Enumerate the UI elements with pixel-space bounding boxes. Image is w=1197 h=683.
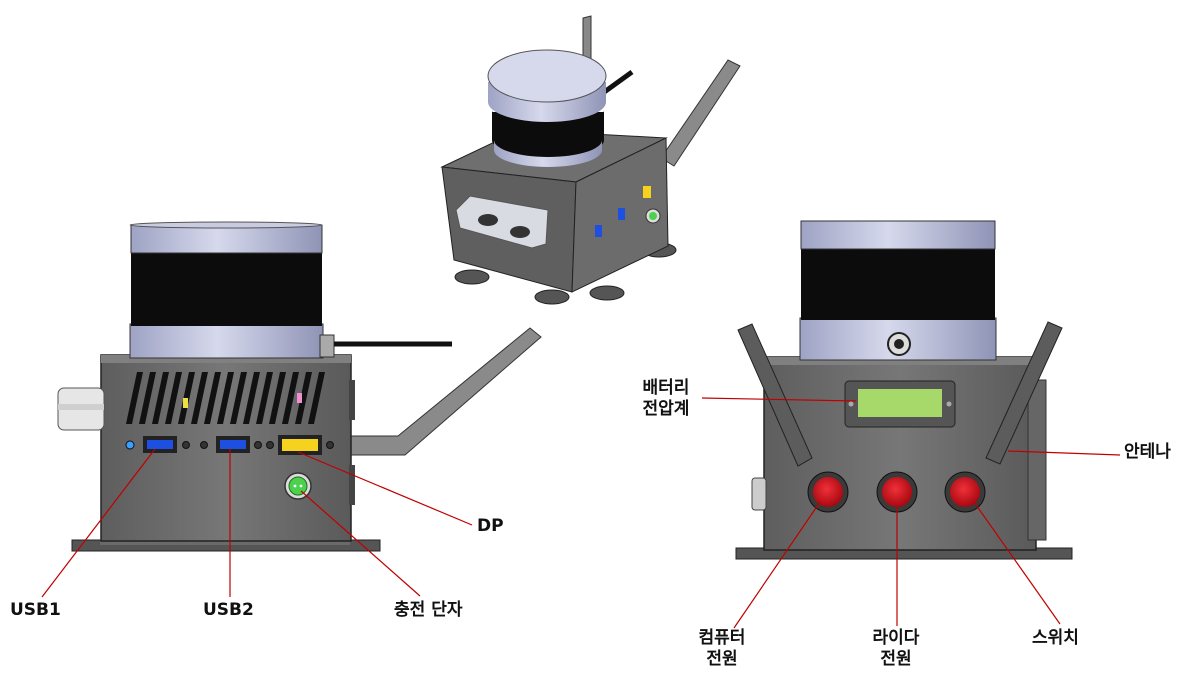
- dp-leader: [297, 451, 473, 526]
- label-dp: DP: [477, 516, 504, 536]
- leader-lines: [41, 397, 1121, 629]
- label-charging-port: 충전 단자: [394, 600, 463, 620]
- label-lidar-power-line1: 라이다: [872, 628, 920, 648]
- computer-power-leader: [733, 501, 821, 629]
- label-computer-power: 컴퓨터 전원: [684, 628, 760, 670]
- label-battery-voltmeter-line1: 배터리: [642, 378, 690, 398]
- label-antenna: 안테나: [1124, 442, 1171, 462]
- label-lidar-power: 라이다 전원: [858, 628, 934, 670]
- voltmeter-leader: [701, 397, 857, 402]
- usb1-leader: [41, 448, 156, 598]
- right-view: [735, 220, 1073, 560]
- switch-leader: [973, 501, 1061, 625]
- label-battery-voltmeter-line2: 전압계: [642, 399, 690, 419]
- antenna-leader: [1007, 450, 1121, 456]
- label-battery-voltmeter: 배터리 전압계: [628, 378, 704, 420]
- vent-slots: [126, 372, 325, 424]
- label-usb1: USB1: [10, 600, 61, 620]
- iso-view: [440, 15, 741, 305]
- label-switch: 스위치: [1032, 628, 1079, 648]
- label-computer-power-line2: 전원: [706, 649, 738, 669]
- left-view: [57, 221, 542, 552]
- label-lidar-power-line2: 전원: [880, 649, 912, 669]
- label-usb2: USB2: [203, 600, 254, 620]
- charge-leader: [300, 490, 421, 597]
- label-computer-power-line1: 컴퓨터: [698, 628, 746, 648]
